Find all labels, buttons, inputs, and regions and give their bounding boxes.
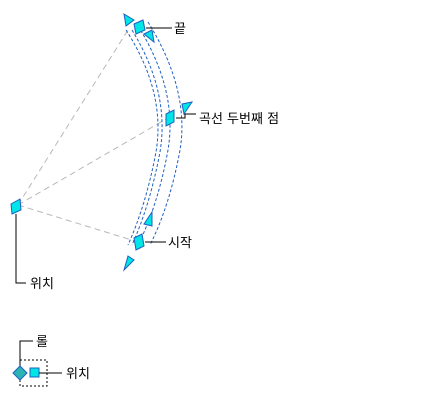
start-direction-arrow-icon[interactable] xyxy=(122,255,135,272)
curved-wall-outline xyxy=(125,21,183,246)
wall-arc-edge xyxy=(131,29,163,246)
end-width-arrow-icon[interactable] xyxy=(143,29,155,44)
start-grip-group[interactable] xyxy=(122,210,153,272)
end-grip-icon[interactable] xyxy=(133,19,146,35)
second-point-leader-line xyxy=(176,113,196,119)
wall-arc-inner xyxy=(125,29,159,246)
end-grip-group[interactable] xyxy=(123,13,155,44)
second-point-grip-group[interactable] xyxy=(165,101,194,127)
second-point-grip-icon[interactable] xyxy=(165,109,175,127)
end-direction-arrow-icon[interactable] xyxy=(123,13,135,27)
legend-roll-label: 롤 xyxy=(36,335,48,350)
second-point-arrow-icon[interactable] xyxy=(181,101,194,116)
legend-diamond-grip-icon xyxy=(12,365,28,381)
construction-line-to-end xyxy=(17,29,129,206)
end-label: 끝 xyxy=(174,22,186,37)
location-grip-icon[interactable] xyxy=(10,198,22,215)
construction-line-to-second-point xyxy=(17,117,169,206)
legend: 롤 위치 xyxy=(12,335,90,387)
wall-arc-outer xyxy=(147,21,183,246)
start-label: 시작 xyxy=(168,236,192,251)
legend-roll-leader-line xyxy=(19,340,33,371)
construction-line-to-start xyxy=(17,204,139,243)
legend-square-grip-icon xyxy=(29,367,40,378)
legend-location-label: 위치 xyxy=(66,367,90,382)
location-leader-line xyxy=(15,214,26,284)
wall-arc-middle xyxy=(137,25,171,246)
start-grip-icon[interactable] xyxy=(133,233,145,251)
location-label: 위치 xyxy=(30,277,54,292)
construction-lines xyxy=(17,29,169,243)
start-width-arrow-icon[interactable] xyxy=(143,210,153,227)
second-point-label: 곡선 두번째 점 xyxy=(199,112,279,127)
